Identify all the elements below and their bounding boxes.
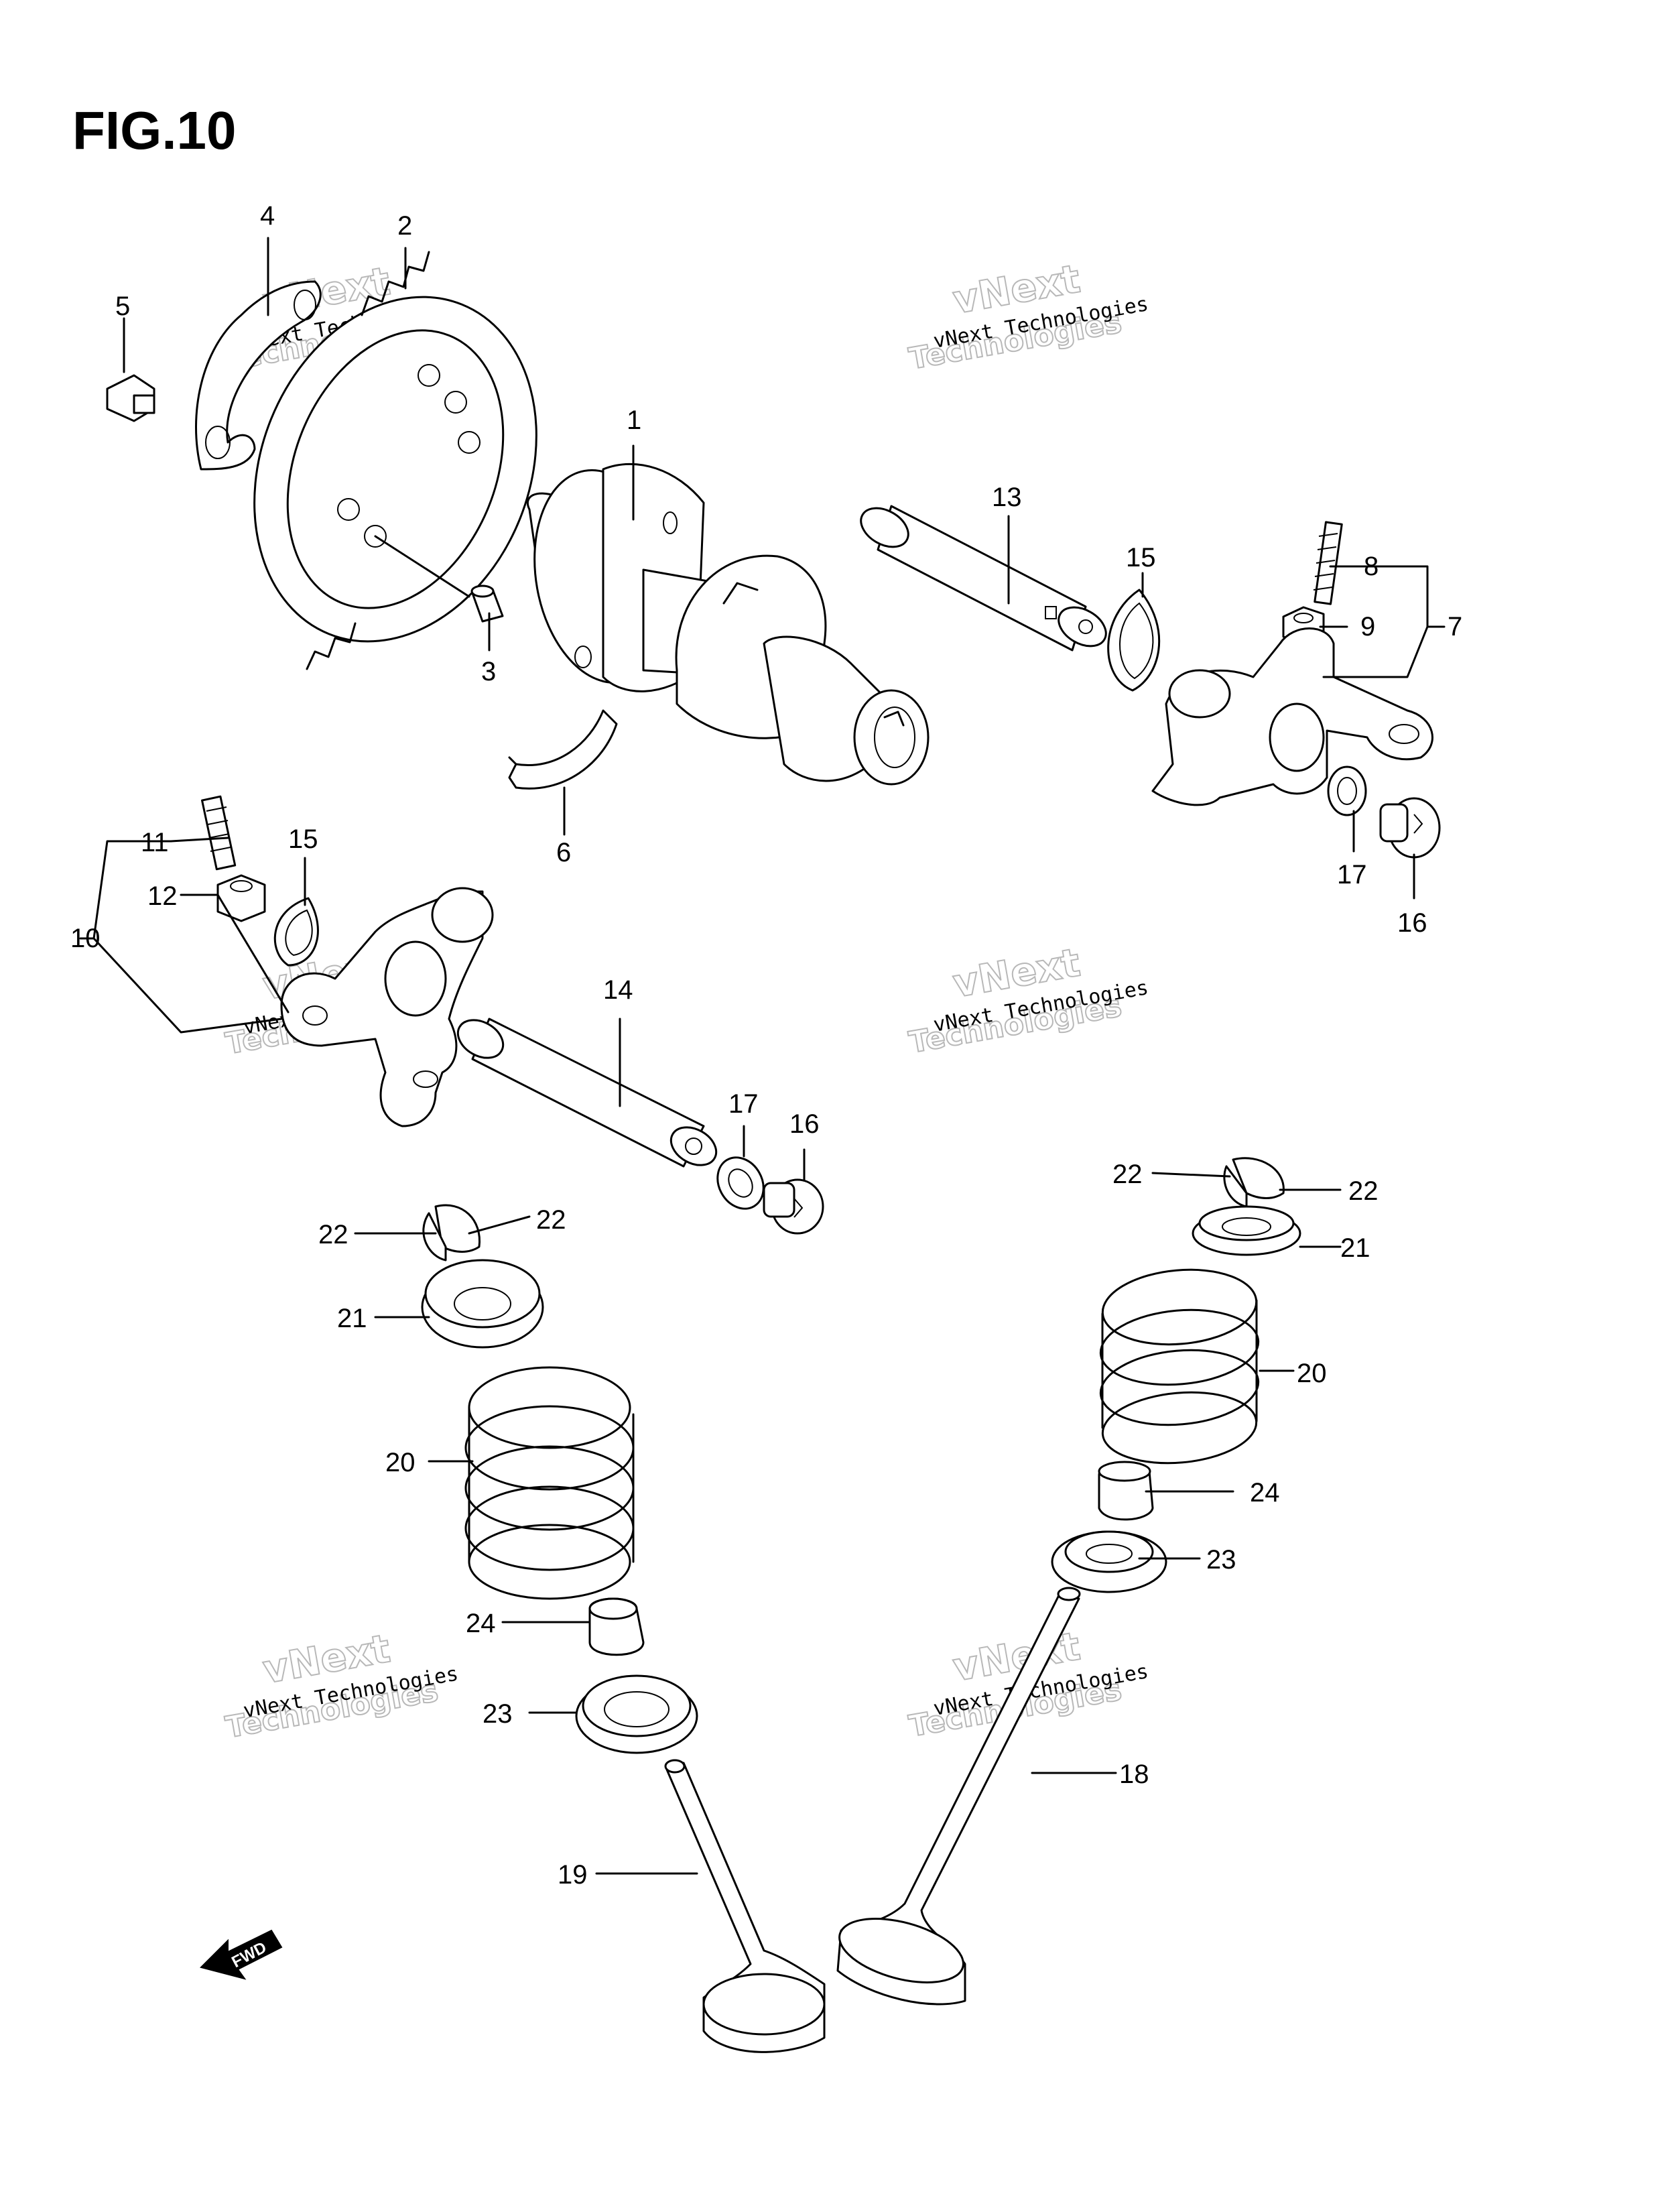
label-19: 19 xyxy=(558,1860,588,1890)
part-20-left-spring xyxy=(464,1366,635,1600)
watermark-top-center: vNext Technologies vNext Technologies xyxy=(906,255,1151,377)
label-24-left: 24 xyxy=(466,1609,496,1638)
leader-lines xyxy=(79,237,1446,1875)
part-17-lower-washer xyxy=(716,1156,765,1210)
label-12: 12 xyxy=(147,881,178,911)
label-8: 8 xyxy=(1364,552,1379,581)
label-17-lower: 17 xyxy=(728,1089,759,1119)
label-22-b: 22 xyxy=(536,1205,566,1235)
label-11: 11 xyxy=(141,828,169,857)
label-23-right: 23 xyxy=(1206,1545,1236,1575)
part-19-valve xyxy=(664,1759,826,2053)
part-15-lower-oring xyxy=(273,897,319,967)
label-14: 14 xyxy=(603,975,633,1005)
part-12-nut xyxy=(216,874,266,922)
part-24-right-seal xyxy=(1098,1461,1154,1521)
part-23-right-seat xyxy=(1051,1530,1167,1593)
label-21-left: 21 xyxy=(337,1304,367,1333)
label-20-left: 20 xyxy=(385,1448,416,1477)
label-23-left: 23 xyxy=(483,1699,513,1729)
label-5: 5 xyxy=(115,292,130,321)
part-3-pin xyxy=(470,585,504,623)
fwd-arrow: FWD xyxy=(200,1929,283,1980)
part-4-bracket xyxy=(195,280,322,471)
part-2-cam-sprocket xyxy=(253,251,537,670)
part-10-rocker-arm xyxy=(280,887,494,1127)
part-23-left-seat xyxy=(575,1674,698,1754)
part-22-right-cotters xyxy=(1223,1157,1285,1208)
label-16-lower: 16 xyxy=(789,1109,820,1139)
label-15-top: 15 xyxy=(1126,543,1156,572)
part-14-rocker-shaft xyxy=(456,1018,718,1168)
label-9: 9 xyxy=(1360,612,1375,641)
part-5-bolt xyxy=(106,374,155,422)
part-20-right-spring xyxy=(1099,1268,1260,1465)
label-24-right: 24 xyxy=(1250,1478,1280,1508)
label-22-d: 22 xyxy=(1348,1176,1379,1206)
watermark-bottom-left: vNext Technologies vNext Technologies xyxy=(222,1625,460,1745)
label-16-top: 16 xyxy=(1397,908,1427,938)
label-22-c: 22 xyxy=(1112,1160,1143,1189)
label-4: 4 xyxy=(260,201,275,231)
label-6: 6 xyxy=(556,838,571,867)
label-2: 2 xyxy=(397,211,412,241)
part-8-adjusting-screw xyxy=(1313,521,1343,605)
part-6-half-ring xyxy=(508,709,618,790)
part-13-rocker-shaft xyxy=(860,505,1107,652)
part-11-adjusting-screw xyxy=(200,795,237,871)
label-3: 3 xyxy=(481,657,496,686)
part-7-rocker-arm xyxy=(1151,627,1433,806)
watermark-mid-center: vNext Technologies vNext Technologies xyxy=(906,939,1151,1061)
part-16-lower-plug xyxy=(763,1178,824,1235)
part-24-left-seal xyxy=(588,1597,645,1656)
part-16-top-plug xyxy=(1379,797,1441,859)
label-22-a: 22 xyxy=(318,1220,348,1249)
label-15-lower: 15 xyxy=(288,824,318,854)
label-21-right: 21 xyxy=(1340,1233,1370,1263)
part-1-camshaft xyxy=(527,463,930,786)
label-20-right: 20 xyxy=(1297,1359,1327,1388)
part-21-right-retainer xyxy=(1192,1205,1301,1256)
part-22-left-cotters xyxy=(422,1204,481,1262)
part-17-top-washer xyxy=(1327,765,1367,816)
label-13: 13 xyxy=(992,483,1022,512)
label-10: 10 xyxy=(70,924,101,953)
part-21-left-retainer xyxy=(421,1259,544,1349)
part-15-top-oring xyxy=(1107,589,1161,692)
figure-title: FIG.10 xyxy=(72,101,237,160)
label-7: 7 xyxy=(1448,612,1462,641)
label-1: 1 xyxy=(627,406,641,435)
part-18-valve xyxy=(836,1587,1081,2006)
label-17-top: 17 xyxy=(1337,860,1367,889)
label-18: 18 xyxy=(1119,1760,1149,1789)
